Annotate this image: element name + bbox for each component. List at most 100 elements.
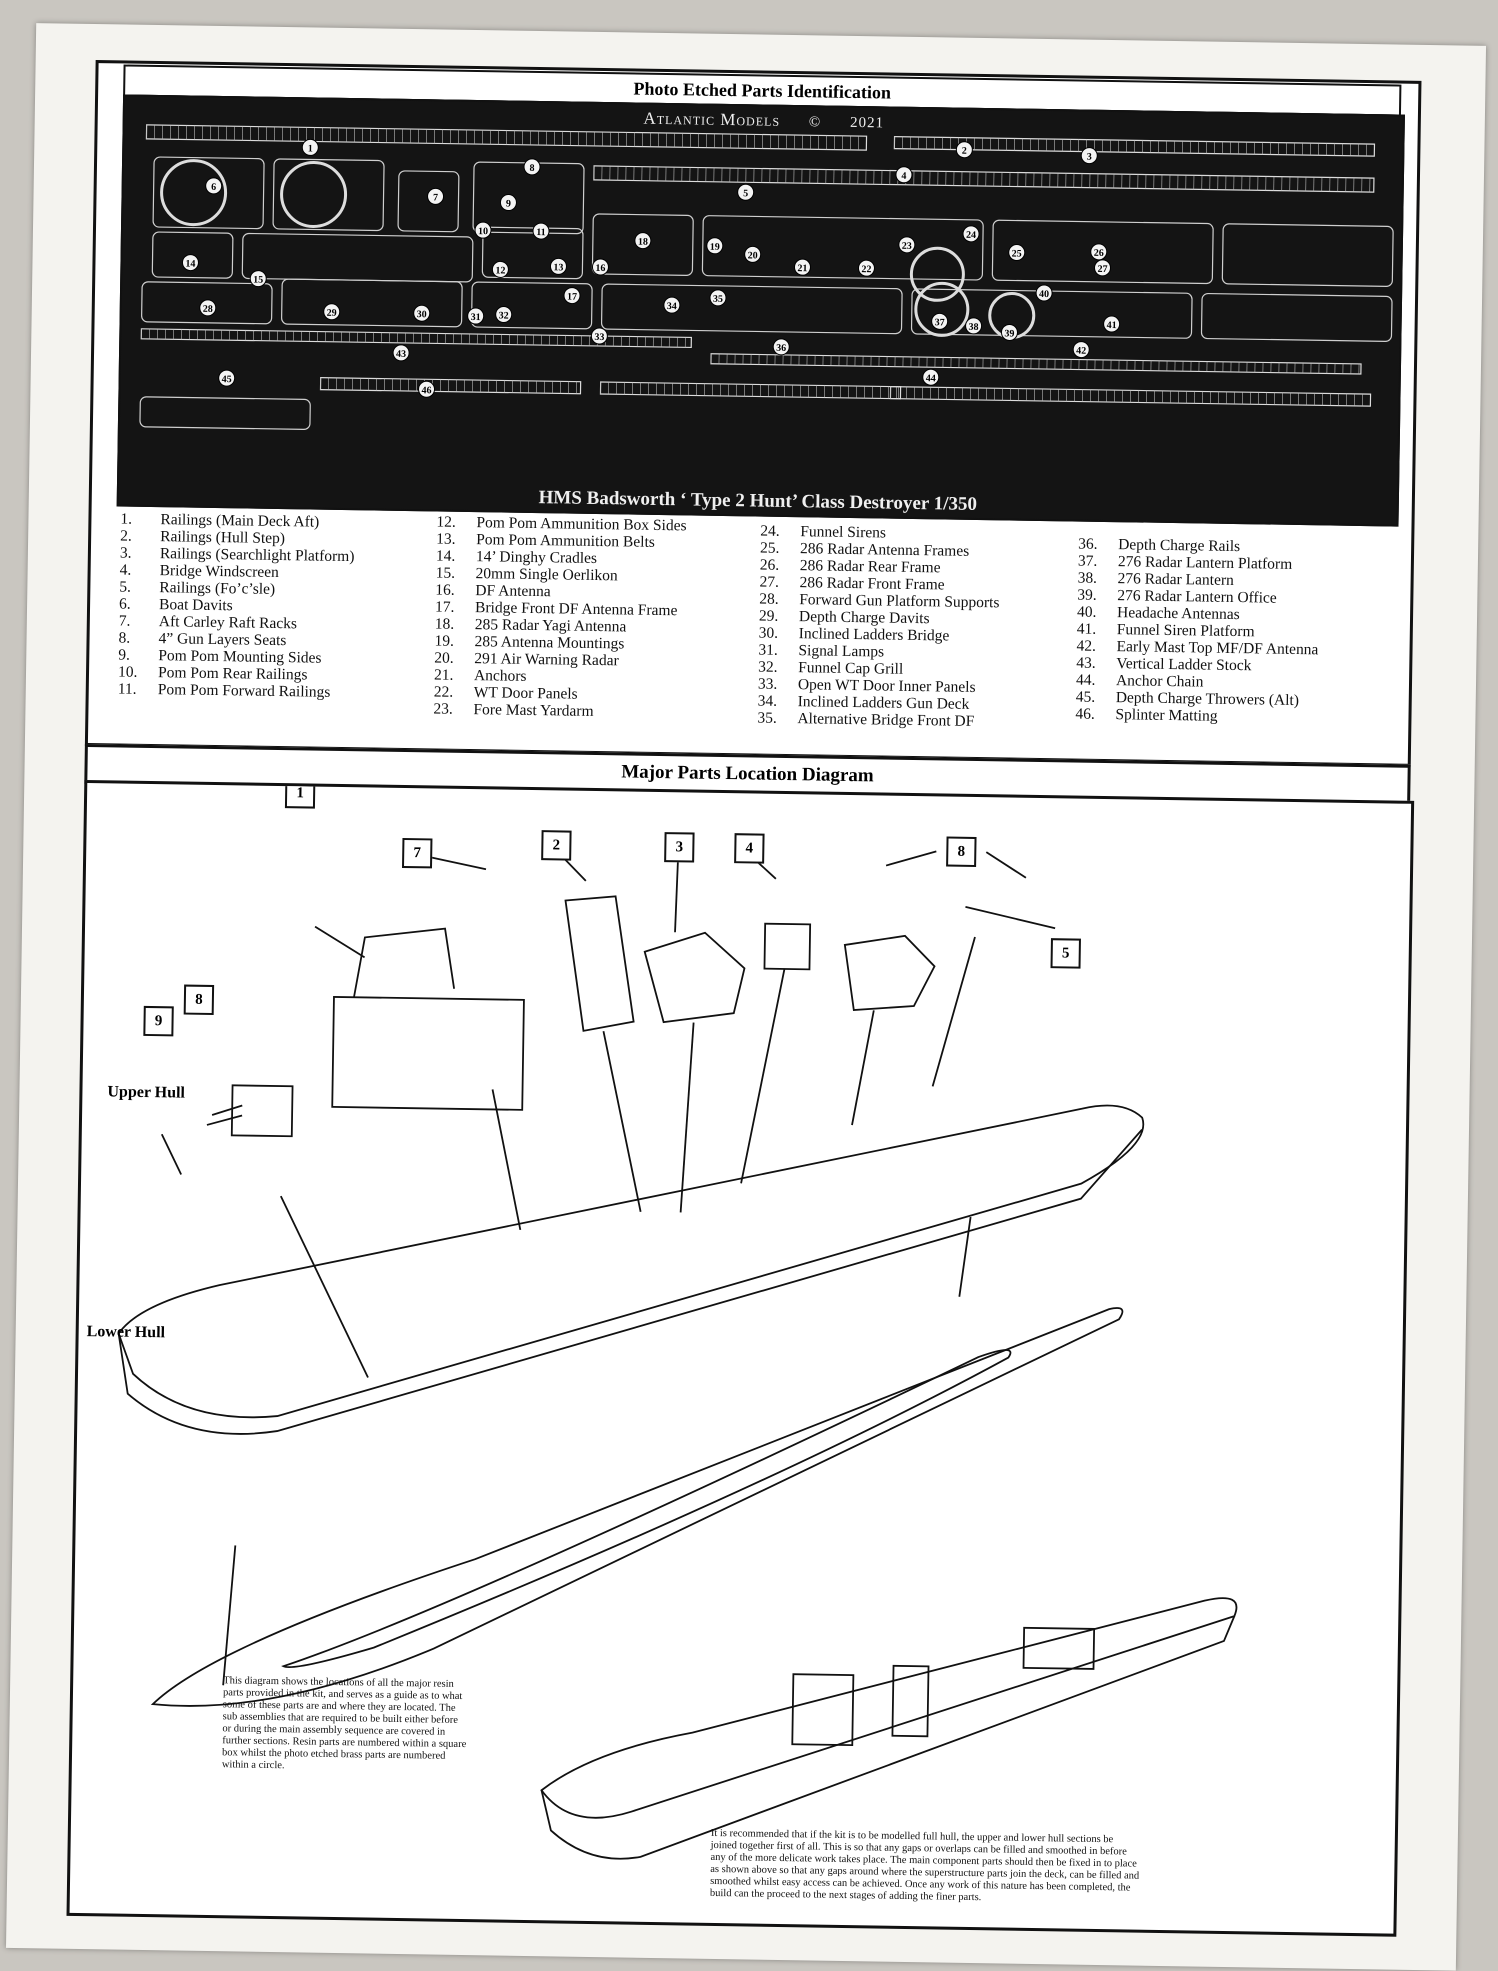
fret-callout-circle — [709, 289, 727, 307]
etched-part — [1221, 223, 1394, 287]
part-name: Headache Antennas — [1116, 604, 1240, 624]
fret-callout-number: 38 — [968, 322, 978, 333]
part-name: WT Door Panels — [473, 684, 578, 703]
fret-callout-number: 22 — [861, 264, 871, 275]
fret-callout-circle — [491, 260, 509, 278]
fret-callout-number: 9 — [506, 199, 511, 210]
part-name: Splinter Matting — [1115, 706, 1218, 725]
fret-callout-number: 25 — [1012, 248, 1022, 259]
fret-callout-number: 3 — [1087, 152, 1092, 163]
fret-callout-circle — [744, 245, 762, 263]
part-number: 32. — [758, 658, 778, 676]
fret-callout-circle — [549, 257, 567, 275]
part-name: 276 Radar Lantern — [1117, 570, 1234, 589]
part-number: 16. — [435, 581, 455, 599]
parts-location-diagram: 1 2 3 4 5 7 8 8 9 Upper Hull Lower Hull … — [66, 779, 1415, 1937]
lower-hull-outline — [150, 1307, 1124, 1707]
part-number: 46. — [1075, 705, 1096, 723]
part-number: 19. — [434, 632, 455, 650]
part-name: Funnel Cap Grill — [798, 659, 904, 678]
fret-callout-number: 11 — [536, 227, 546, 238]
gun-turret-part — [230, 1084, 294, 1138]
fret-callout-number: 18 — [638, 237, 648, 248]
fret-callout-number: 29 — [327, 308, 337, 319]
fret-callout-number: 27 — [1097, 264, 1107, 275]
part-name: Boat Davits — [158, 596, 233, 615]
part-number: 12. — [436, 513, 456, 531]
hull-diagram-svg — [117, 849, 1238, 1860]
parts-list-item: 11.Pom Pom Forward Railings — [118, 680, 353, 701]
fret-callout-number: 17 — [567, 291, 577, 302]
fret-callout-circle — [474, 221, 492, 239]
etched-ring — [280, 160, 348, 228]
fret-callout-number: 8 — [529, 163, 534, 174]
part-name: Anchor Chain — [1115, 672, 1204, 691]
fret-callout-number: 36 — [776, 343, 786, 354]
fret-callout-number: 33 — [594, 332, 604, 343]
fret-callout-number: 13 — [553, 262, 563, 273]
part-number: 6. — [118, 595, 131, 613]
part-number: 10. — [117, 663, 138, 681]
fret-callout-circle — [563, 287, 581, 305]
fret-callout-number: 14 — [185, 258, 195, 269]
fret-callout-number: 30 — [417, 309, 427, 320]
etched-part — [141, 281, 273, 325]
part-number: 43. — [1076, 654, 1096, 672]
part-number: 27. — [759, 573, 780, 591]
etched-part — [591, 213, 694, 276]
gun-platform-part — [843, 934, 936, 1012]
fret-callout-circle — [392, 344, 410, 362]
part-number: 22. — [433, 683, 454, 701]
fret-callout-number: 46 — [421, 385, 431, 396]
label-part-9: 9 — [143, 1005, 174, 1037]
part-number: 28. — [759, 590, 779, 608]
fret-callout-circle — [634, 232, 652, 250]
part-name: Funnel Siren Platform — [1116, 621, 1255, 641]
fret-callout-number: 44 — [926, 373, 936, 384]
part-number: 40. — [1076, 603, 1097, 621]
fret-callout-number: 16 — [595, 263, 605, 274]
part-number: 31. — [758, 641, 778, 659]
fret-callout-number: 26 — [1094, 248, 1104, 259]
fret-callout-number: 32 — [499, 310, 509, 321]
part-number: 14. — [435, 547, 456, 565]
fret-callout-number: 1 — [308, 143, 313, 154]
part-number: 24. — [760, 522, 780, 540]
fret-callout-circle — [418, 380, 436, 398]
label-part-5: 5 — [1050, 938, 1081, 969]
fret-callout-number: 12 — [495, 265, 505, 276]
funnel-part — [564, 895, 635, 1032]
fret-callout-number: 40 — [1039, 289, 1049, 300]
upper-hull-label: Upper Hull — [107, 1083, 186, 1102]
fret-callout-circle — [931, 312, 949, 330]
part-number: 8. — [118, 629, 131, 647]
part-name: Anchors — [473, 667, 527, 685]
part-name: 286 Radar Rear Frame — [799, 557, 941, 577]
fret-callout-circle — [523, 158, 541, 176]
fret-callout-circle — [413, 304, 431, 322]
etched-part — [272, 158, 385, 232]
fret-callout-circle — [181, 254, 199, 272]
fret-callout-number: 5 — [743, 188, 748, 199]
fret-callout-circle — [218, 369, 236, 387]
fret-callout-number: 39 — [1004, 328, 1014, 339]
fret-callout-circle — [249, 270, 267, 288]
fret-callout-number: 35 — [713, 294, 723, 305]
fret-callout-circle — [962, 225, 980, 243]
part-number: 17. — [434, 598, 455, 616]
instruction-sheet: Photo Etched Parts Identification Atlant… — [5, 23, 1487, 1971]
fret-callout-circle — [706, 237, 724, 255]
part-number: 36. — [1078, 535, 1098, 553]
part-name: Aft Carley Raft Racks — [158, 613, 298, 633]
part-name: Signal Lamps — [798, 642, 885, 661]
part-name: Alternative Bridge Front DF — [797, 710, 975, 730]
parts-column-1: 1.Railings (Main Deck Aft)2.Railings (Hu… — [118, 511, 355, 702]
etched-part — [139, 396, 311, 430]
fret-callout-circle — [205, 177, 223, 195]
parts-list-item: 35.Alternative Bridge Front DF — [757, 710, 997, 731]
etched-part — [470, 281, 593, 330]
label-part-8b: 8 — [183, 984, 215, 1016]
